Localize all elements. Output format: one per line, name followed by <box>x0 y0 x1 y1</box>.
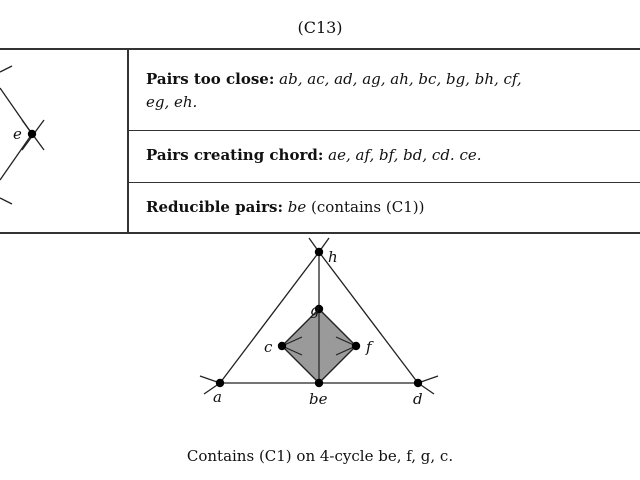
vertex-h <box>314 247 324 257</box>
edge-h-a <box>219 251 320 384</box>
vertex-be <box>314 378 324 388</box>
left-cell-figure <box>0 65 45 205</box>
label-f: f <box>365 338 374 356</box>
vertex-g <box>314 304 324 314</box>
table-row-rule-1 <box>128 130 640 132</box>
table-top-rule <box>0 48 640 50</box>
reducible-pairs-text: Reducible pairs: be (contains (C1)) <box>146 197 424 217</box>
left-edge-lower <box>0 133 33 181</box>
vertex-f <box>351 341 361 351</box>
left-stub-top <box>0 65 13 73</box>
pairs-too-close-line1: ab, ac, ad, ag, ah, bc, bg, bh, cf, <box>279 70 522 88</box>
vertex-c <box>277 341 287 351</box>
pairs-too-close-text: Pairs too close: ab, ac, ad, ag, ah, bc,… <box>146 69 522 89</box>
pairs-too-close-line2: eg, eh. <box>146 93 198 111</box>
vertex-d <box>413 378 423 388</box>
pairs-too-close-label: Pairs too close: <box>146 70 275 88</box>
left-stub-bottom <box>0 197 13 205</box>
label-c: c <box>264 338 273 356</box>
vertex-a <box>215 378 225 388</box>
reducible-pairs-label: Reducible pairs: <box>146 198 283 216</box>
reducible-pairs-pair: be <box>287 198 307 216</box>
label-g: g <box>310 301 320 319</box>
label-h: h <box>328 248 338 266</box>
table-row-rule-2 <box>128 182 640 184</box>
pairs-creating-chord-text: Pairs creating chord: ae, af, bf, bd, cd… <box>146 145 482 165</box>
vertex-e-dot <box>27 129 37 139</box>
label-a: a <box>213 388 222 406</box>
label-be: be <box>309 390 328 408</box>
table-bottom-rule <box>0 232 640 234</box>
edge-h-d <box>318 251 419 384</box>
figure-caption: Contains (C1) on 4-cycle be, f, g, c. <box>186 447 454 465</box>
table-column-rule <box>127 49 129 233</box>
main-graph-vertices <box>215 247 423 388</box>
label-d: d <box>413 390 423 408</box>
pairs-creating-chord-label: Pairs creating chord: <box>146 146 324 164</box>
reducible-pairs-note: (contains (C1)) <box>311 198 425 216</box>
pairs-creating-chord-values: ae, af, bf, bd, cd. ce. <box>328 146 482 164</box>
pairs-too-close-line2-wrap: eg, eh. <box>146 92 197 112</box>
table-caption: (C13) <box>297 18 343 37</box>
vertex-e-label: e <box>13 125 22 143</box>
